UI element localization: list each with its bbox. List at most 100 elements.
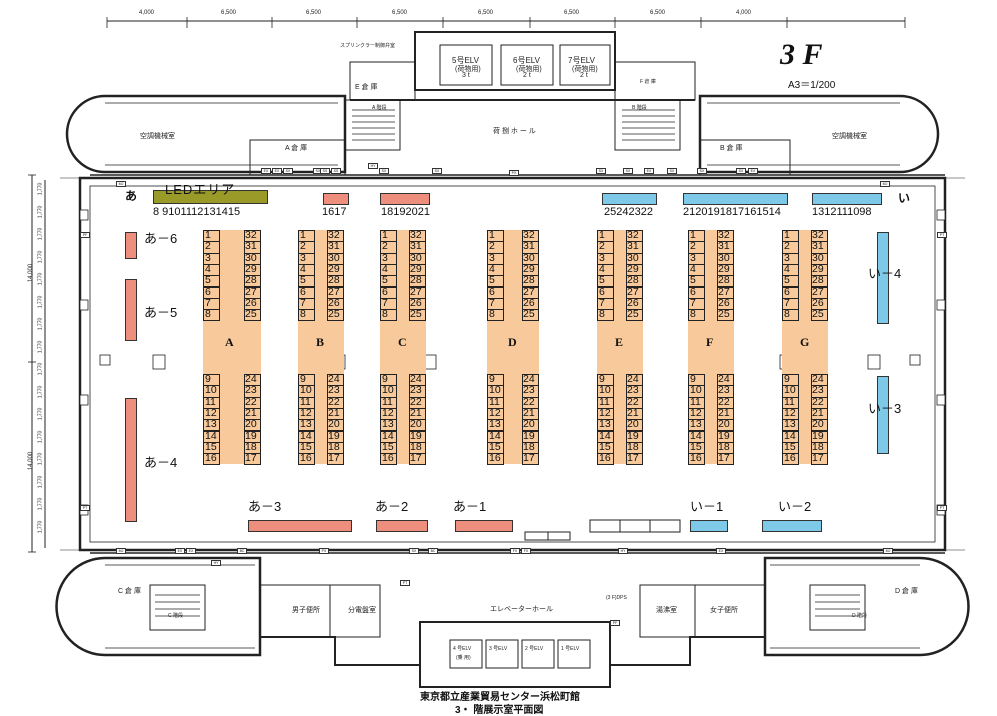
booth-g-29[interactable]: 29 xyxy=(811,263,828,277)
booth-f-24[interactable]: 24 xyxy=(717,374,734,387)
booth-g-15[interactable]: 15 xyxy=(782,441,799,455)
booth-f-26[interactable]: 26 xyxy=(717,297,734,311)
booth-d-8[interactable]: 8 xyxy=(487,309,504,322)
booth-b-8[interactable]: 8 xyxy=(298,309,315,322)
booth-c-27[interactable]: 27 xyxy=(409,286,426,299)
booth-g-24[interactable]: 24 xyxy=(811,374,828,387)
led-area-strip[interactable] xyxy=(153,190,268,204)
booth-d-32[interactable]: 32 xyxy=(522,230,539,243)
booth-c-9[interactable]: 9 xyxy=(380,374,397,387)
d-storage: D 倉 庫 xyxy=(895,588,918,595)
booth-e-8[interactable]: 8 xyxy=(597,309,614,322)
booth-b-24[interactable]: 24 xyxy=(327,374,344,387)
booth-e-21[interactable]: 21 xyxy=(626,407,643,421)
nums-21-14: 2120191817161514 xyxy=(683,206,781,218)
booth-e-15[interactable]: 15 xyxy=(597,441,614,455)
booth-a-25[interactable]: 25 xyxy=(244,309,261,322)
booth-d-28[interactable]: 28 xyxy=(522,275,539,288)
booth-c-17[interactable]: 17 xyxy=(409,453,426,466)
booth-b-31[interactable]: 31 xyxy=(327,241,344,254)
sprinkler-room: スプリンクラー制御弁室 xyxy=(340,43,396,49)
booth-a1[interactable] xyxy=(455,520,513,532)
booth-i2[interactable] xyxy=(762,520,822,532)
left-inner-dimension: 1,770 xyxy=(37,430,44,443)
booth-a5[interactable] xyxy=(125,279,137,341)
booth-g-17[interactable]: 17 xyxy=(811,453,828,466)
booth-a2[interactable] xyxy=(376,520,428,532)
booth-b-9[interactable]: 9 xyxy=(298,374,315,387)
booth-c-15[interactable]: 15 xyxy=(380,441,397,455)
booth-strip-1821[interactable] xyxy=(380,193,430,205)
booth-g-31[interactable]: 31 xyxy=(811,241,828,254)
booth-a6[interactable] xyxy=(125,232,137,259)
booth-c-4[interactable]: 4 xyxy=(380,263,397,277)
equipment-tag: MJ xyxy=(116,548,126,554)
booth-strip-2114[interactable] xyxy=(683,193,788,205)
booth-d-17[interactable]: 17 xyxy=(522,453,539,466)
equipment-tag: PT xyxy=(937,505,947,511)
booth-d-25[interactable]: 25 xyxy=(522,309,539,322)
top-dimension: 6,500 xyxy=(392,10,408,16)
booth-b-17[interactable]: 17 xyxy=(327,453,344,466)
booth-a-1[interactable]: 1 xyxy=(203,230,220,243)
booth-f-1[interactable]: 1 xyxy=(688,230,705,243)
booth-b-16[interactable]: 16 xyxy=(298,453,315,466)
a-stair: A 階段 xyxy=(372,105,387,111)
booth-a3[interactable] xyxy=(248,520,352,532)
booth-f-16[interactable]: 16 xyxy=(688,453,705,466)
booth-a-4[interactable]: 4 xyxy=(203,263,220,277)
booth-i1[interactable] xyxy=(690,520,728,532)
booth-g-8[interactable]: 8 xyxy=(782,309,799,322)
booth-f-8[interactable]: 8 xyxy=(688,309,705,322)
booth-c-21[interactable]: 21 xyxy=(409,407,426,421)
booth-a-16[interactable]: 16 xyxy=(203,453,220,466)
booth-a-17[interactable]: 17 xyxy=(244,453,261,466)
booth-b-27[interactable]: 27 xyxy=(327,286,344,299)
booth-a-13[interactable]: 13 xyxy=(203,419,220,432)
booth-f-12[interactable]: 12 xyxy=(688,407,705,421)
booth-c-8[interactable]: 8 xyxy=(380,309,397,322)
booth-d-24[interactable]: 24 xyxy=(522,374,539,387)
booth-i4[interactable] xyxy=(877,232,889,324)
label-a5: あ－5 xyxy=(144,305,178,320)
booth-strip-1617[interactable] xyxy=(323,193,349,205)
block-a-label: A xyxy=(225,335,234,349)
booth-strip-2522[interactable] xyxy=(602,193,657,205)
booth-f-25[interactable]: 25 xyxy=(717,309,734,322)
booth-a-8[interactable]: 8 xyxy=(203,309,220,322)
booth-g-16[interactable]: 16 xyxy=(782,453,799,466)
equipment-tag: EX xyxy=(175,548,185,554)
booth-e-28[interactable]: 28 xyxy=(626,275,643,288)
equipment-tag: SX xyxy=(736,168,746,174)
booth-e-16[interactable]: 16 xyxy=(597,453,614,466)
booth-f-31[interactable]: 31 xyxy=(717,241,734,254)
booth-b-13[interactable]: 13 xyxy=(298,419,315,432)
booth-strip-138[interactable] xyxy=(812,193,882,205)
booth-a-29[interactable]: 29 xyxy=(244,263,261,277)
elv7-sub: (荷物用) xyxy=(572,66,598,73)
booth-d-11[interactable]: 11 xyxy=(487,396,504,409)
booth-d-18[interactable]: 18 xyxy=(522,441,539,455)
booth-c-25[interactable]: 25 xyxy=(409,309,426,322)
booth-f-17[interactable]: 17 xyxy=(717,453,734,466)
booth-g-19[interactable]: 19 xyxy=(811,430,828,443)
booth-e-25[interactable]: 25 xyxy=(626,309,643,322)
booth-e-32[interactable]: 32 xyxy=(626,230,643,243)
booth-a-21[interactable]: 21 xyxy=(244,407,261,421)
booth-b-7[interactable]: 7 xyxy=(298,297,315,311)
top-dimension: 4,000 xyxy=(139,10,155,16)
booth-c-16[interactable]: 16 xyxy=(380,453,397,466)
equipment-tag: MJ xyxy=(880,181,890,187)
booth-b-18[interactable]: 18 xyxy=(327,441,344,455)
booth-i3[interactable] xyxy=(877,376,889,454)
equipment-tag: FX xyxy=(510,548,520,554)
booth-a4[interactable] xyxy=(125,398,137,522)
caption-plan: 3・ 階展示室平面図 xyxy=(455,705,544,716)
booth-g-25[interactable]: 25 xyxy=(811,309,828,322)
booth-e-17[interactable]: 17 xyxy=(626,453,643,466)
booth-d-16[interactable]: 16 xyxy=(487,453,504,466)
womens-restroom: 女子便所 xyxy=(710,607,738,614)
booth-b-25[interactable]: 25 xyxy=(327,309,344,322)
booth-d-7[interactable]: 7 xyxy=(487,297,504,311)
left-inner-dimension: 1,770 xyxy=(37,272,44,286)
